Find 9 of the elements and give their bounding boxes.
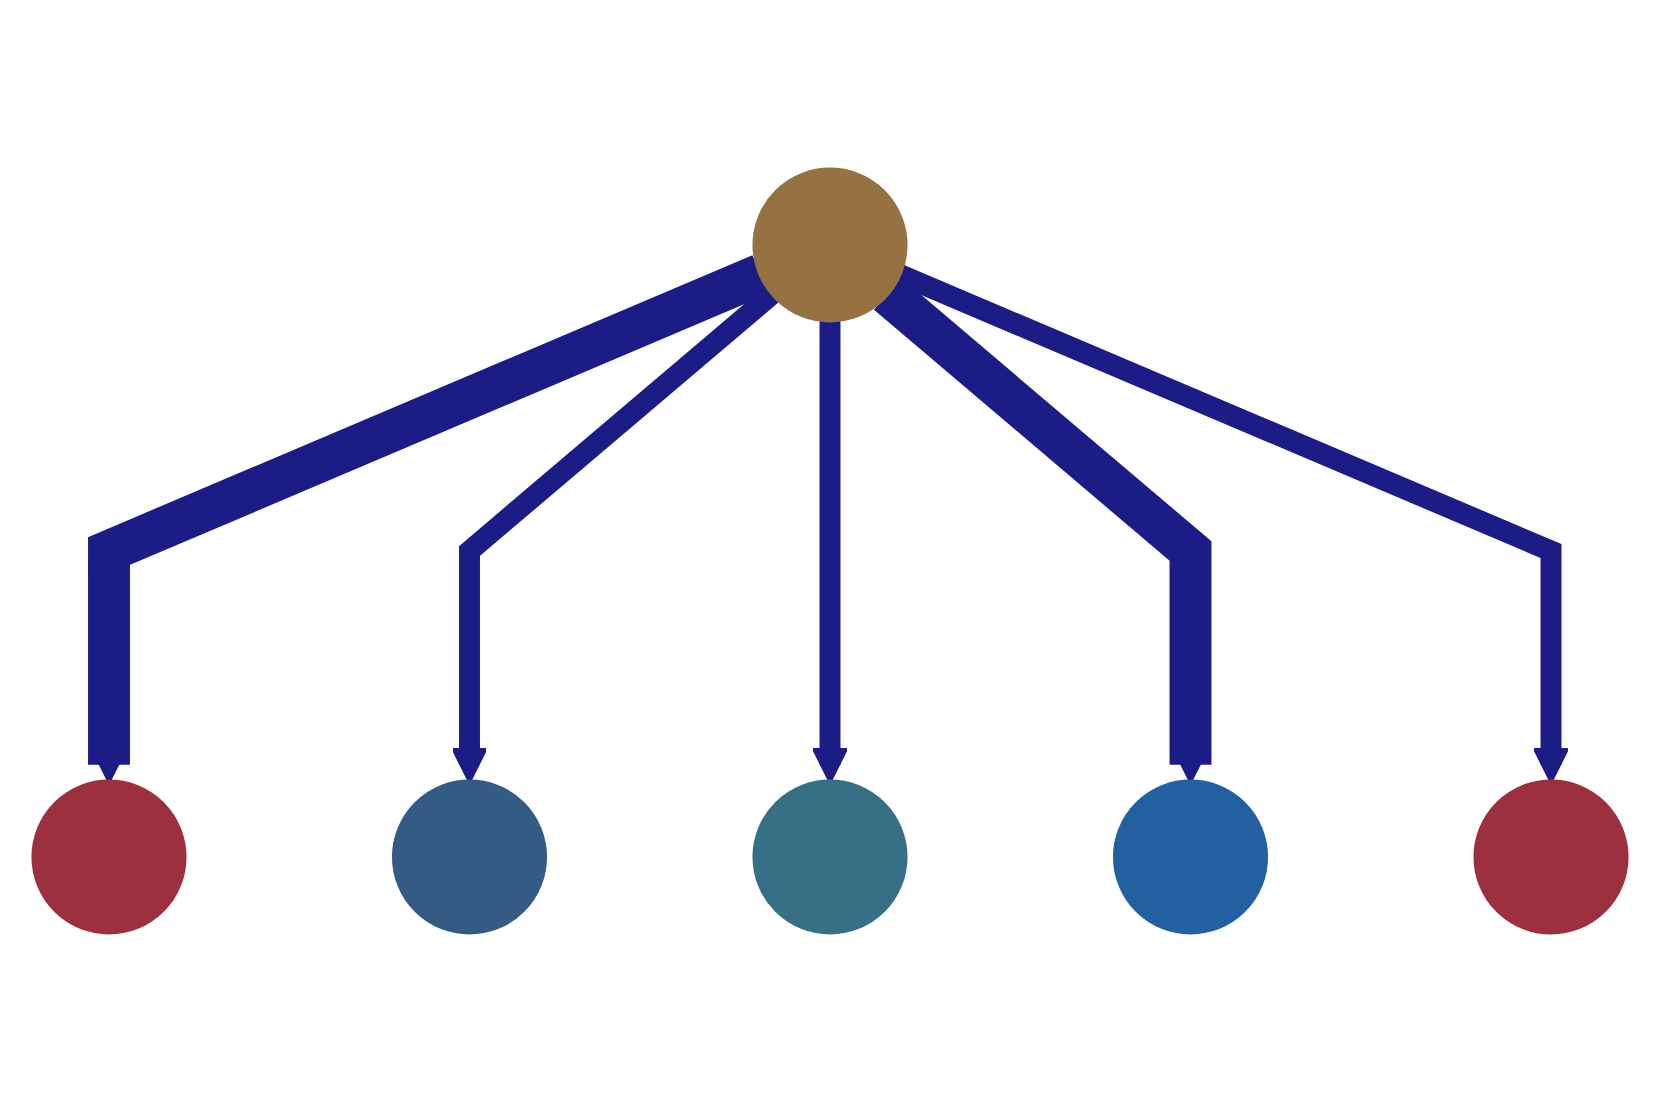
circle-node [31, 779, 187, 935]
circle-node [752, 167, 908, 323]
circle-node [391, 779, 548, 935]
circle-node [1112, 779, 1269, 935]
arrow [88, 255, 769, 784]
circle-node [752, 779, 908, 935]
arrow [811, 320, 849, 784]
circle-node [1473, 779, 1629, 935]
arrow [895, 264, 1570, 784]
